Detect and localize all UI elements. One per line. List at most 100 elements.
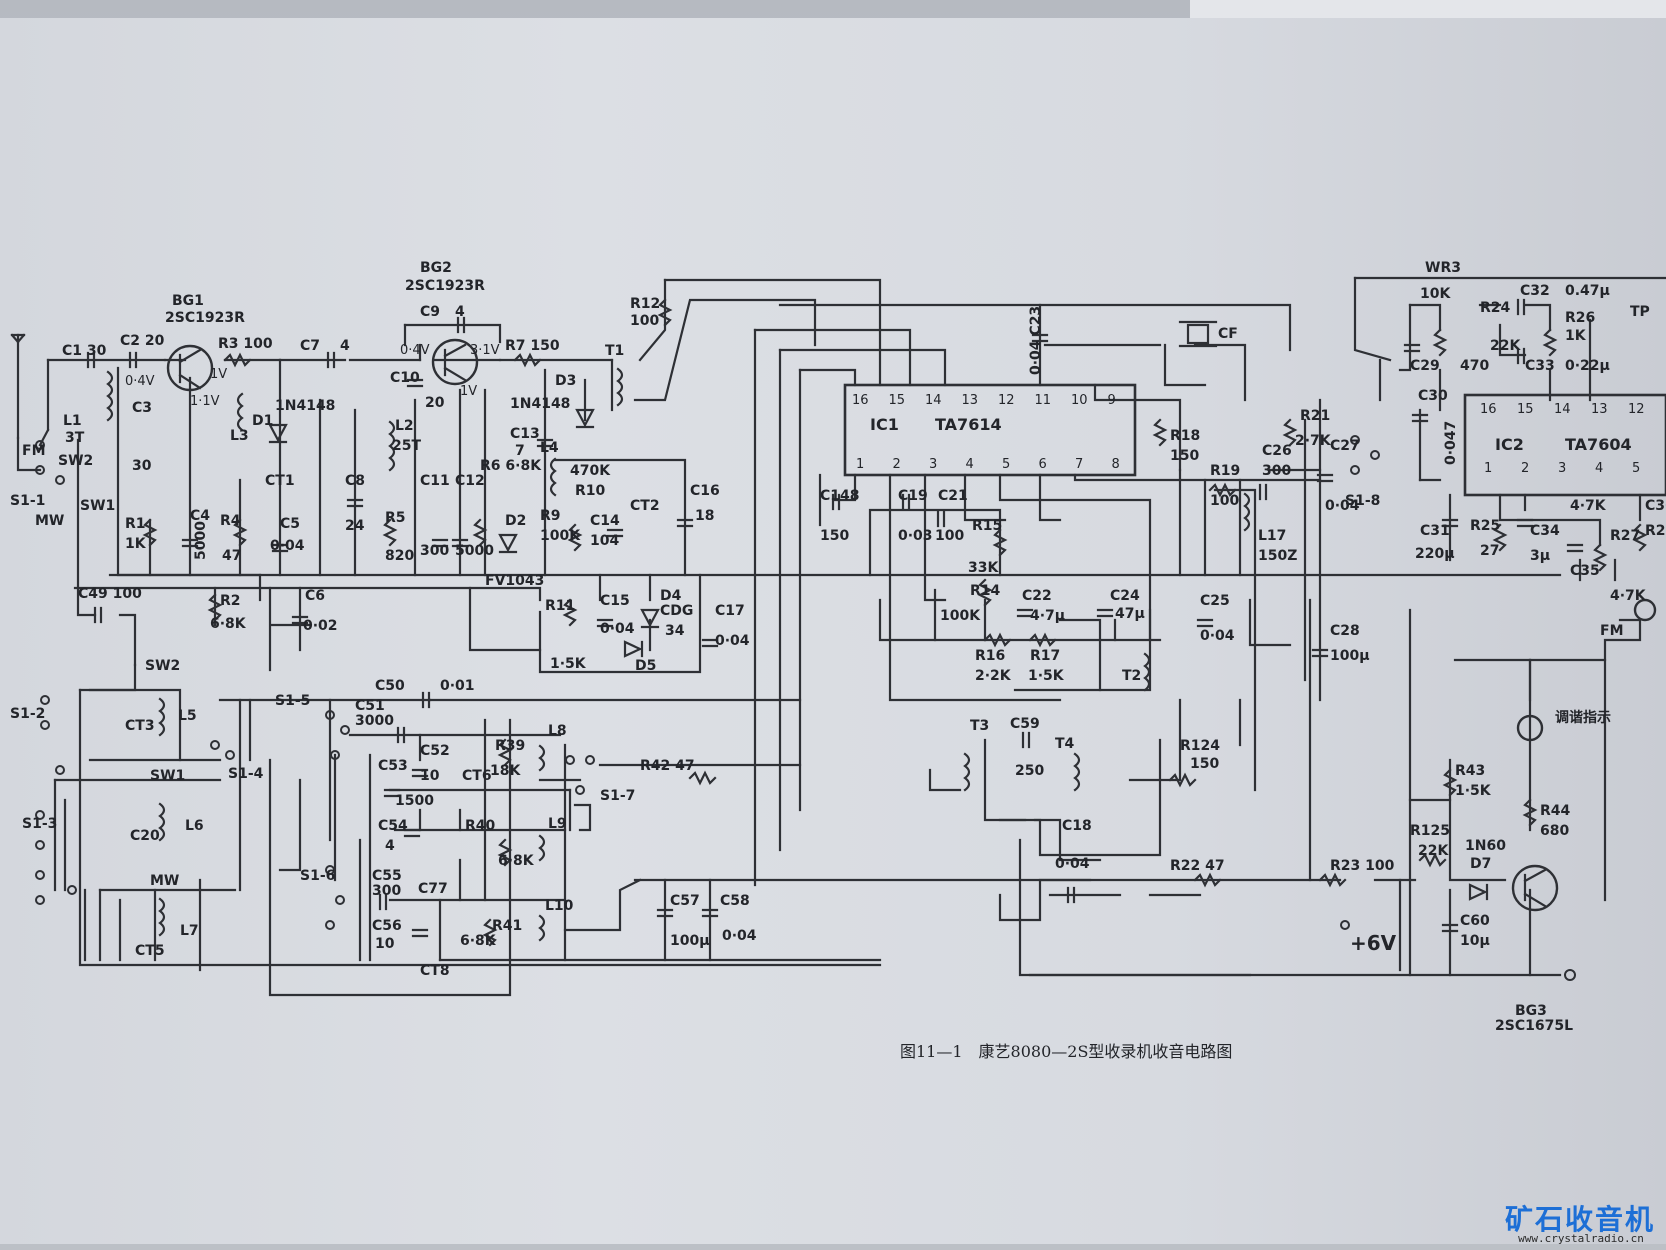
svg-text:0·04: 0·04 xyxy=(270,538,305,554)
svg-text:SW2: SW2 xyxy=(145,658,180,674)
l5-coil xyxy=(158,697,166,737)
svg-text:104: 104 xyxy=(590,533,619,549)
c7-capacitor xyxy=(326,351,336,369)
svg-text:S1-5: S1-5 xyxy=(275,693,310,709)
svg-text:3T: 3T xyxy=(65,430,85,446)
c53-capacitor xyxy=(383,788,401,798)
svg-text:R1: R1 xyxy=(125,516,146,532)
svg-text:R125: R125 xyxy=(1410,823,1450,839)
c49-capacitor xyxy=(93,606,103,624)
svg-text:C50: C50 xyxy=(375,678,405,694)
svg-text:R14: R14 xyxy=(970,583,1001,599)
svg-text:R18: R18 xyxy=(1170,428,1200,444)
svg-text:0·04: 0·04 xyxy=(1325,498,1360,514)
svg-text:0·04: 0·04 xyxy=(722,928,757,944)
svg-text:L3: L3 xyxy=(230,428,249,444)
svg-text:2·2K: 2·2K xyxy=(975,668,1012,684)
svg-text:C11: C11 xyxy=(420,473,450,489)
svg-text:300: 300 xyxy=(1262,463,1291,479)
svg-text:C36: C36 xyxy=(1645,498,1666,514)
svg-text:3·1V: 3·1V xyxy=(470,343,500,358)
svg-text:4: 4 xyxy=(340,338,350,354)
svg-text:R9: R9 xyxy=(540,508,561,524)
ic1-part: TA7614 xyxy=(935,415,1002,434)
svg-text:C22: C22 xyxy=(1022,588,1052,604)
bg2-part: 2SC1923R xyxy=(405,278,485,294)
svg-text:C1 30: C1 30 xyxy=(62,343,107,359)
svg-text:CT2: CT2 xyxy=(630,498,660,514)
ic1-pin-3: 3 xyxy=(929,457,937,472)
c13-capacitor xyxy=(536,438,554,448)
d3-diode xyxy=(575,408,595,429)
components xyxy=(35,298,1666,981)
d2-diode xyxy=(498,533,518,554)
svg-text:470: 470 xyxy=(1460,358,1489,374)
svg-text:L7: L7 xyxy=(180,923,199,939)
svg-text:6·8K: 6·8K xyxy=(210,616,247,632)
ic2-body xyxy=(1463,393,1666,497)
c4-capacitor xyxy=(181,538,199,548)
r125-resistor xyxy=(1418,852,1447,868)
r19-resistor xyxy=(1208,482,1237,498)
ic1-pin-10: 10 xyxy=(1071,393,1088,408)
svg-text:R16: R16 xyxy=(975,648,1005,664)
cf-filter xyxy=(1186,323,1210,345)
svg-text:C58: C58 xyxy=(720,893,750,909)
svg-text:C57: C57 xyxy=(670,893,700,909)
c8-capacitor xyxy=(346,498,364,508)
svg-text:R3 100: R3 100 xyxy=(218,336,273,352)
c30-capacitor xyxy=(1411,413,1429,423)
svg-text:0·04: 0·04 xyxy=(715,633,750,649)
r17-resistor xyxy=(1028,632,1057,648)
svg-text:1·5K: 1·5K xyxy=(550,656,587,672)
svg-text:T4: T4 xyxy=(1055,736,1075,752)
c51-capacitor xyxy=(396,726,406,744)
l17-coil xyxy=(1243,492,1251,532)
svg-text:T3: T3 xyxy=(970,718,989,734)
svg-text:D4: D4 xyxy=(660,588,682,604)
svg-text:300: 300 xyxy=(372,883,401,899)
c54-capacitor xyxy=(403,828,421,838)
r25-resistor xyxy=(1492,523,1508,552)
svg-text:S1-6: S1-6 xyxy=(300,868,335,884)
svg-text:4·7K: 4·7K xyxy=(1610,588,1647,604)
svg-text:C24: C24 xyxy=(1110,588,1140,604)
c18-capacitor xyxy=(1066,886,1076,904)
l6-coil xyxy=(158,802,166,842)
svg-text:20: 20 xyxy=(425,395,445,411)
bg3-part: 2SC1675L xyxy=(1495,1018,1573,1034)
svg-text:L2: L2 xyxy=(395,418,414,434)
l10-coil xyxy=(538,914,546,942)
svg-text:D7: D7 xyxy=(1470,856,1491,872)
r41-resistor xyxy=(482,918,498,947)
r1-resistor xyxy=(142,518,158,547)
c5-capacitor xyxy=(271,543,289,553)
svg-text:CDG: CDG xyxy=(660,603,693,619)
r18-resistor xyxy=(1152,418,1168,447)
c28-capacitor xyxy=(1311,648,1329,658)
ic1-pin-13: 13 xyxy=(962,393,979,408)
svg-text:C29: C29 xyxy=(1410,358,1440,374)
svg-text:L8: L8 xyxy=(548,723,567,739)
svg-text:0·4V: 0·4V xyxy=(125,374,155,389)
l1-coil xyxy=(106,370,114,422)
svg-text:220μ: 220μ xyxy=(1415,546,1455,562)
ic1-pin-9: 9 xyxy=(1108,393,1116,408)
l7-coil xyxy=(158,897,166,937)
c12-capacitor xyxy=(451,538,469,548)
svg-text:10: 10 xyxy=(375,936,395,952)
svg-text:C14: C14 xyxy=(590,513,620,529)
svg-text:C2 20: C2 20 xyxy=(120,333,165,349)
svg-text:1K: 1K xyxy=(1565,328,1587,344)
svg-text:250: 250 xyxy=(1015,763,1044,779)
ic1-pin-2: 2 xyxy=(893,457,901,472)
bg1-part: 2SC1923R xyxy=(165,310,245,326)
svg-text:CT5: CT5 xyxy=(135,943,165,959)
r5-resistor xyxy=(382,518,398,547)
svg-text:0·03: 0·03 xyxy=(898,528,933,544)
svg-text:1N4148: 1N4148 xyxy=(275,398,335,414)
svg-text:4: 4 xyxy=(455,304,465,320)
